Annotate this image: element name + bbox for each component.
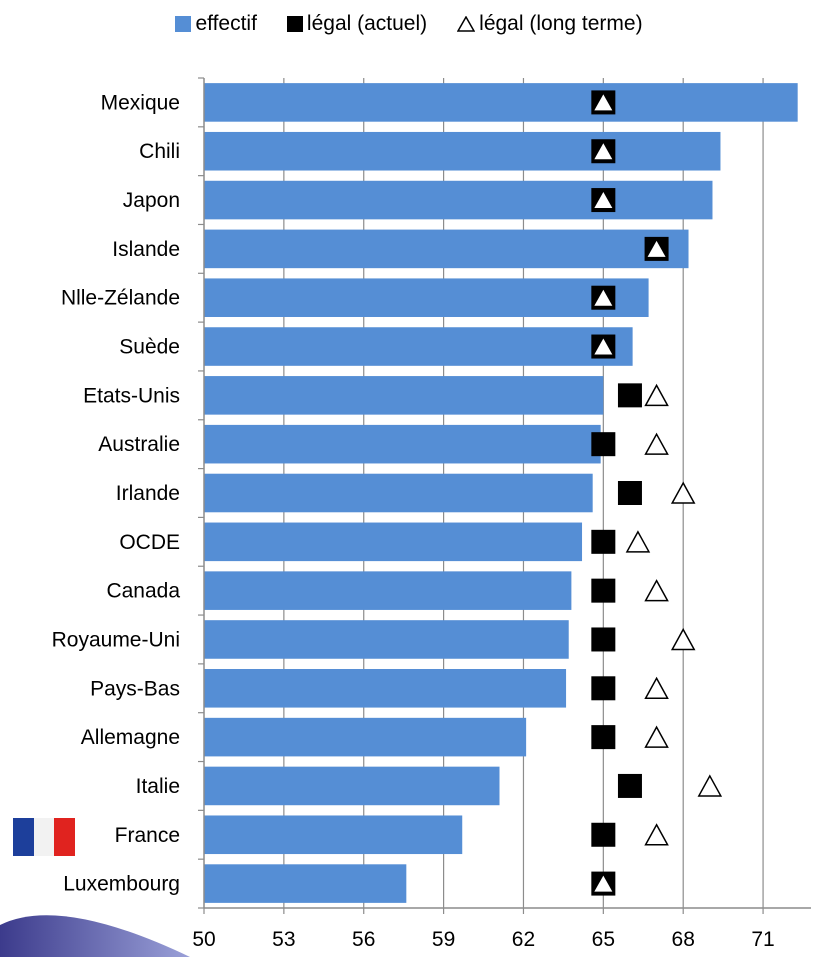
marker-triangle-1 [594,143,613,160]
bar-7 [204,424,601,464]
marker-triangle-4 [594,289,613,306]
category-label-4: Nlle-Zélande [61,287,180,310]
category-label-3: Islande [112,238,180,261]
legend-swatch-blue [175,16,192,32]
category-label-2: Japon [123,189,180,212]
marker-triangle-5 [594,338,613,355]
category-label-0: Mexique [101,91,180,114]
bar-11 [204,620,569,659]
x-tick-label-5: 65 [592,928,615,951]
marker-triangle-2 [594,192,613,209]
category-label-14: Italie [136,775,180,798]
marker-triangle-12 [644,676,669,700]
legend-triangle-icon [457,16,476,32]
bar-0 [204,83,798,122]
category-label-10: Canada [106,580,180,603]
marker-triangle-9 [625,530,651,553]
marker-square-8 [617,481,642,505]
category-label-11: Royaume-Uni [52,628,180,651]
category-label-1: Chili [139,140,180,163]
flag-stripe-white [33,818,55,856]
bar-5 [204,327,633,366]
x-tick-label-2: 56 [352,928,375,951]
category-label-16: Luxembourg [63,873,180,896]
marker-triangle-11 [670,627,696,651]
bar-2 [204,180,713,220]
category-label-12: Pays-Bas [90,677,180,700]
chart-legend: effectif légal (actuel) légal (long term… [0,12,818,36]
bar-14 [204,766,500,806]
x-tick-label-4: 62 [512,928,535,951]
bar-12 [204,669,567,708]
legend-swatch-black-square [286,16,303,32]
bar-16 [204,864,407,903]
x-tick-label-6: 68 [672,928,695,951]
marker-square-13 [591,725,616,750]
marker-square-7 [591,432,616,457]
marker-triangle-13 [644,725,669,748]
x-tick-label-7: 71 [751,928,774,951]
category-label-8: Irlande [116,482,180,505]
marker-triangle-15 [644,823,669,846]
bar-10 [204,571,572,610]
france-flag-icon [13,818,76,856]
legend-item-legal-long-terme: légal (long terme) [457,12,643,36]
marker-triangle-6 [644,383,669,407]
marker-square-15 [591,822,616,847]
category-label-6: Etats-Unis [83,384,180,407]
marker-triangle-14 [697,774,723,797]
category-label-13: Allemagne [81,726,180,749]
legend-item-effectif: effectif [175,12,257,36]
bar-8 [204,473,593,513]
corner-swoosh-decoration [0,915,190,957]
legend-label-effectif: effectif [195,12,257,35]
marker-triangle-3 [647,240,666,257]
x-tick-label-3: 59 [432,928,455,951]
bar-13 [204,717,527,757]
marker-square-12 [591,676,616,701]
category-label-15: France [115,824,180,847]
legend-label-legal-actuel: légal (actuel) [306,12,428,35]
legend-label-legal-long-terme: légal (long terme) [479,12,643,35]
category-label-9: OCDE [119,531,180,554]
marker-square-11 [591,627,616,652]
category-label-7: Australie [98,433,180,456]
marker-triangle-8 [670,481,696,504]
marker-triangle-7 [644,432,669,455]
bar-1 [204,131,721,171]
marker-square-6 [617,383,642,408]
marker-square-10 [591,578,616,603]
marker-square-9 [591,529,616,554]
flag-stripe-blue [13,818,34,856]
marker-triangle-0 [594,94,613,111]
marker-triangle-16 [594,875,613,892]
marker-square-14 [617,773,642,798]
x-tick-label-1: 53 [272,928,295,951]
bar-3 [204,229,689,269]
category-label-5: Suède [119,336,180,359]
bar-6 [204,376,604,415]
x-tick-label-0: 50 [192,928,215,951]
legend-item-legal-actuel: légal (actuel) [286,12,428,36]
bar-15 [204,815,463,855]
bar-9 [204,522,583,562]
bar-4 [204,278,649,317]
marker-triangle-10 [644,579,669,602]
flag-stripe-red [54,818,76,856]
